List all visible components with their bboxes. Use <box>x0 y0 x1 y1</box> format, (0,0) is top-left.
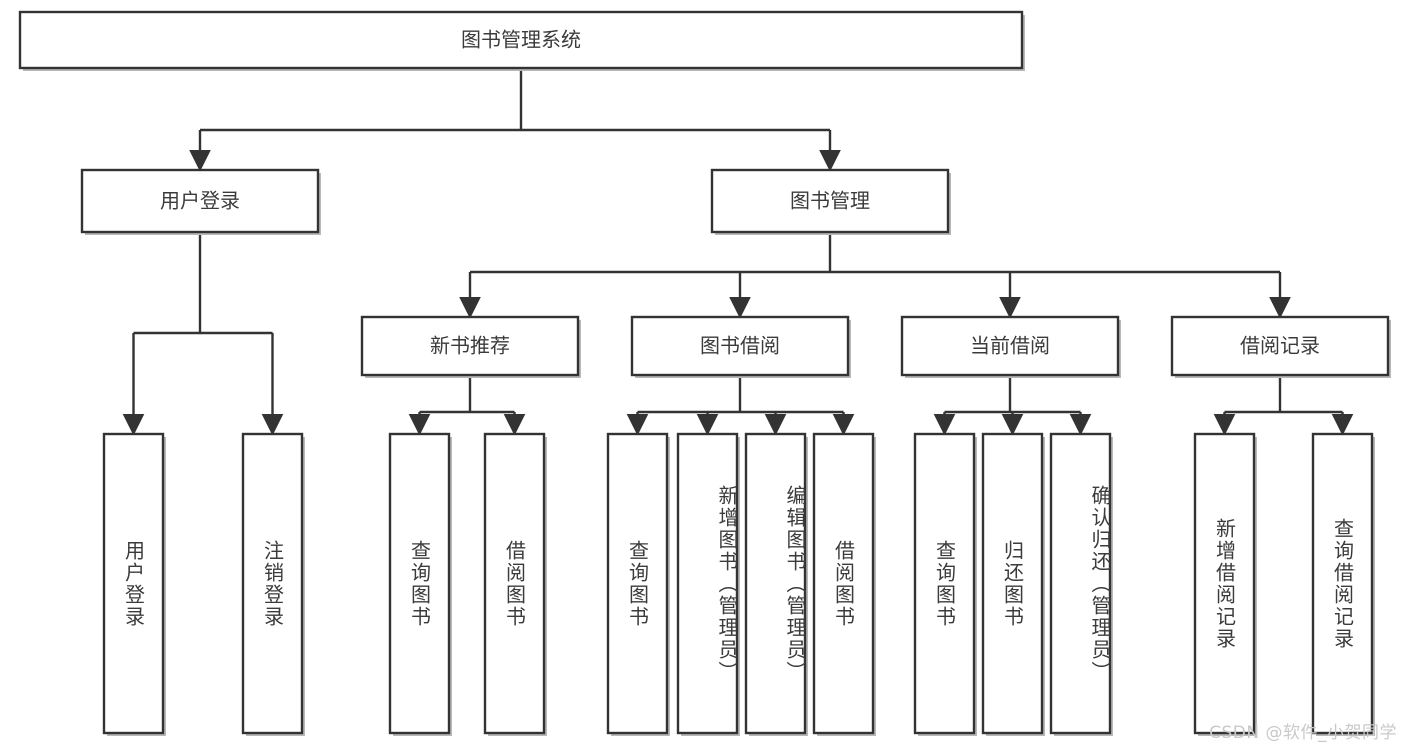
node-box-new-book-recommend[interactable] <box>360 315 580 377</box>
node-box-leaf-query-book-3[interactable] <box>913 432 976 735</box>
node-box-leaf-return-book[interactable] <box>981 432 1044 735</box>
node-box-leaf-add-book[interactable] <box>676 432 739 735</box>
node-box-leaf-query-book-2[interactable] <box>606 432 669 735</box>
node-label-borrow-record: 借阅记录 <box>1240 334 1320 358</box>
node-box-book-manage[interactable] <box>710 168 950 234</box>
node-box-leaf-add-record[interactable] <box>1193 432 1256 735</box>
node-box-leaf-confirm-return[interactable] <box>1049 432 1112 735</box>
node-label-user-login: 用户登录 <box>160 189 240 213</box>
node-box-book-borrow[interactable] <box>630 315 850 377</box>
node-box-leaf-borrow-book-2[interactable] <box>812 432 875 735</box>
node-box-borrow-record[interactable] <box>1170 315 1390 377</box>
node-box-layer <box>18 10 1391 736</box>
node-box-leaf-query-record[interactable] <box>1311 432 1374 735</box>
node-box-current-borrow[interactable] <box>900 315 1120 377</box>
node-label-book-manage: 图书管理 <box>790 189 870 213</box>
node-box-leaf-query-book-1[interactable] <box>388 432 451 735</box>
node-label-current-borrow: 当前借阅 <box>970 334 1050 358</box>
connector-layer <box>122 68 1354 436</box>
node-box-leaf-edit-book[interactable] <box>744 432 807 735</box>
node-box-root[interactable] <box>18 10 1024 70</box>
node-box-leaf-logout[interactable] <box>241 432 304 735</box>
node-label-new-book-recommend: 新书推荐 <box>430 334 510 358</box>
node-box-user-login[interactable] <box>80 168 320 234</box>
node-label-root: 图书管理系统 <box>461 28 581 52</box>
node-label-book-borrow: 图书借阅 <box>700 334 780 358</box>
node-box-leaf-user-login[interactable] <box>102 432 165 735</box>
watermark: CSDN @软件_小贺同学 <box>1209 723 1397 743</box>
node-box-leaf-borrow-book-1[interactable] <box>483 432 546 735</box>
